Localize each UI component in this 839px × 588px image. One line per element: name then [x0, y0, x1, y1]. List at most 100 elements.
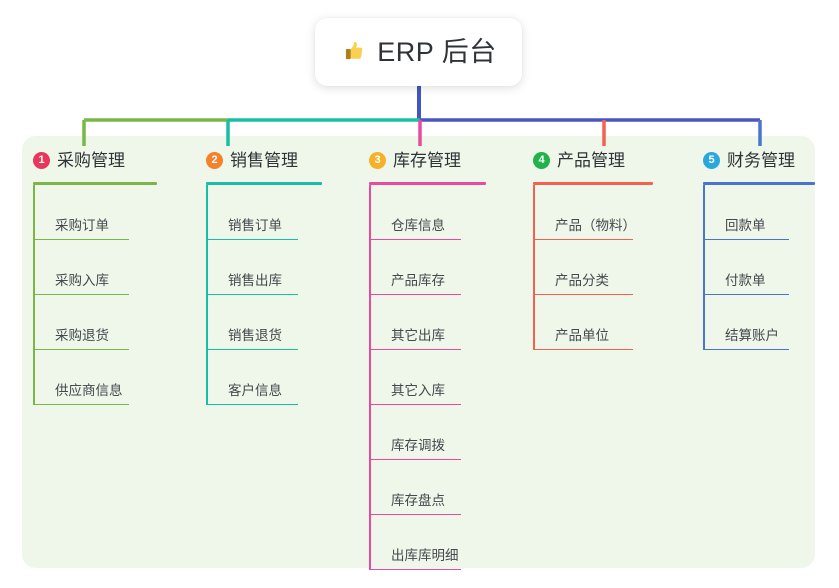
menu-item-underline [369, 568, 461, 570]
category-index-badge: 4 [533, 151, 550, 169]
category-underline [369, 182, 486, 185]
category-items: 仓库信息产品库存其它出库其它入库库存调拨库存盘点出库库明细 [358, 185, 478, 570]
menu-item[interactable]: 其它出库 [358, 295, 478, 350]
menu-item-label: 产品（物料） [555, 217, 636, 233]
menu-item[interactable]: 产品（物料） [522, 185, 644, 240]
menu-item[interactable]: 供应商信息 [22, 350, 150, 405]
menu-item-underline [533, 348, 633, 350]
category-index-badge: 3 [369, 151, 386, 169]
menu-item-label: 产品分类 [555, 272, 609, 288]
menu-item-underline [33, 238, 129, 240]
category-underline [533, 182, 653, 185]
menu-item-label: 销售订单 [228, 217, 282, 233]
menu-item-underline [369, 513, 461, 515]
menu-item-underline [703, 293, 789, 295]
category-column: 4 产品管理产品（物料） 产品分类产品单位 [522, 146, 653, 350]
menu-item-underline [206, 293, 298, 295]
category-title: 库存管理 [393, 150, 461, 170]
menu-item[interactable]: 销售退货 [195, 295, 315, 350]
menu-item-label: 产品库存 [391, 272, 445, 288]
menu-item-underline [33, 348, 129, 350]
category-title: 财务管理 [727, 150, 795, 170]
menu-item-underline [206, 403, 298, 405]
category-header[interactable]: 3 库存管理 [358, 146, 478, 174]
menu-item-underline [703, 238, 789, 240]
category-column: 5 财务管理回款单付款单结算账户 [692, 146, 815, 350]
menu-item-underline [369, 458, 461, 460]
branch-spine [33, 185, 35, 405]
menu-item[interactable]: 采购入库 [22, 240, 150, 295]
category-header[interactable]: 5 财务管理 [692, 146, 802, 174]
menu-item-label: 采购订单 [55, 217, 109, 233]
category-column: 1 采购管理采购订单采购入库采购退货供应商信息 [22, 146, 157, 405]
branch-spine [206, 185, 208, 405]
menu-item-label: 库存盘点 [391, 492, 445, 508]
menu-item-label: 结算账户 [725, 327, 779, 343]
category-underline [33, 182, 157, 185]
menu-item[interactable]: 产品库存 [358, 240, 478, 295]
category-title: 产品管理 [557, 150, 625, 170]
menu-item[interactable]: 回款单 [692, 185, 802, 240]
menu-item-label: 采购入库 [55, 272, 109, 288]
menu-item-underline [369, 238, 461, 240]
menu-item-label: 其它出库 [391, 327, 445, 343]
root-title: ERP 后台 [377, 36, 497, 67]
thumbs-up-icon [346, 41, 363, 60]
category-underline [703, 182, 815, 185]
menu-item[interactable]: 销售订单 [195, 185, 315, 240]
menu-item[interactable]: 采购退货 [22, 295, 150, 350]
menu-item-underline [206, 238, 298, 240]
menu-item-label: 其它入库 [391, 382, 445, 398]
category-title: 销售管理 [230, 150, 298, 170]
menu-item[interactable]: 库存调拨 [358, 405, 478, 460]
menu-item[interactable]: 采购订单 [22, 185, 150, 240]
menu-item[interactable]: 结算账户 [692, 295, 802, 350]
menu-item-label: 付款单 [725, 272, 766, 288]
menu-item-label: 供应商信息 [55, 382, 123, 398]
menu-item[interactable]: 客户信息 [195, 350, 315, 405]
menu-item[interactable]: 库存盘点 [358, 460, 478, 515]
menu-item-underline [533, 293, 633, 295]
menu-item-underline [33, 403, 129, 405]
menu-item[interactable]: 产品分类 [522, 240, 644, 295]
menu-item[interactable]: 产品单位 [522, 295, 644, 350]
menu-item-label: 客户信息 [228, 382, 282, 398]
category-column: 2 销售管理销售订单销售出库销售退货客户信息 [195, 146, 322, 405]
category-header[interactable]: 1 采购管理 [22, 146, 150, 174]
menu-item-label: 产品单位 [555, 327, 609, 343]
menu-item-underline [369, 348, 461, 350]
menu-item-label: 销售退货 [228, 327, 282, 343]
menu-item-label: 销售出库 [228, 272, 282, 288]
menu-item[interactable]: 出库库明细 [358, 515, 478, 570]
menu-item-label: 出库库明细 [391, 547, 459, 563]
menu-item-underline [33, 293, 129, 295]
menu-item[interactable]: 销售出库 [195, 240, 315, 295]
category-header[interactable]: 2 销售管理 [195, 146, 315, 174]
category-index-badge: 1 [33, 151, 50, 169]
root-node[interactable]: ERP 后台 [315, 18, 522, 86]
menu-item-underline [369, 293, 461, 295]
category-items: 销售订单销售出库销售退货客户信息 [195, 185, 315, 405]
menu-item-underline [369, 403, 461, 405]
category-index-badge: 5 [703, 151, 720, 169]
category-title: 采购管理 [57, 150, 125, 170]
category-header[interactable]: 4 产品管理 [522, 146, 644, 174]
menu-item-underline [533, 238, 633, 240]
category-items: 回款单付款单结算账户 [692, 185, 802, 350]
branch-spine [533, 185, 535, 350]
menu-item[interactable]: 仓库信息 [358, 185, 478, 240]
category-items: 产品（物料） 产品分类产品单位 [522, 185, 644, 350]
branch-spine [369, 185, 371, 570]
menu-item[interactable]: 其它入库 [358, 350, 478, 405]
menu-item-label: 库存调拨 [391, 437, 445, 453]
category-index-badge: 2 [206, 151, 223, 169]
category-underline [206, 182, 322, 185]
branch-spine [703, 185, 705, 350]
menu-item-underline [703, 348, 789, 350]
content-panel [22, 136, 815, 568]
category-items: 采购订单采购入库采购退货供应商信息 [22, 185, 150, 405]
menu-item-label: 回款单 [725, 217, 766, 233]
menu-item[interactable]: 付款单 [692, 240, 802, 295]
menu-item-underline [206, 348, 298, 350]
